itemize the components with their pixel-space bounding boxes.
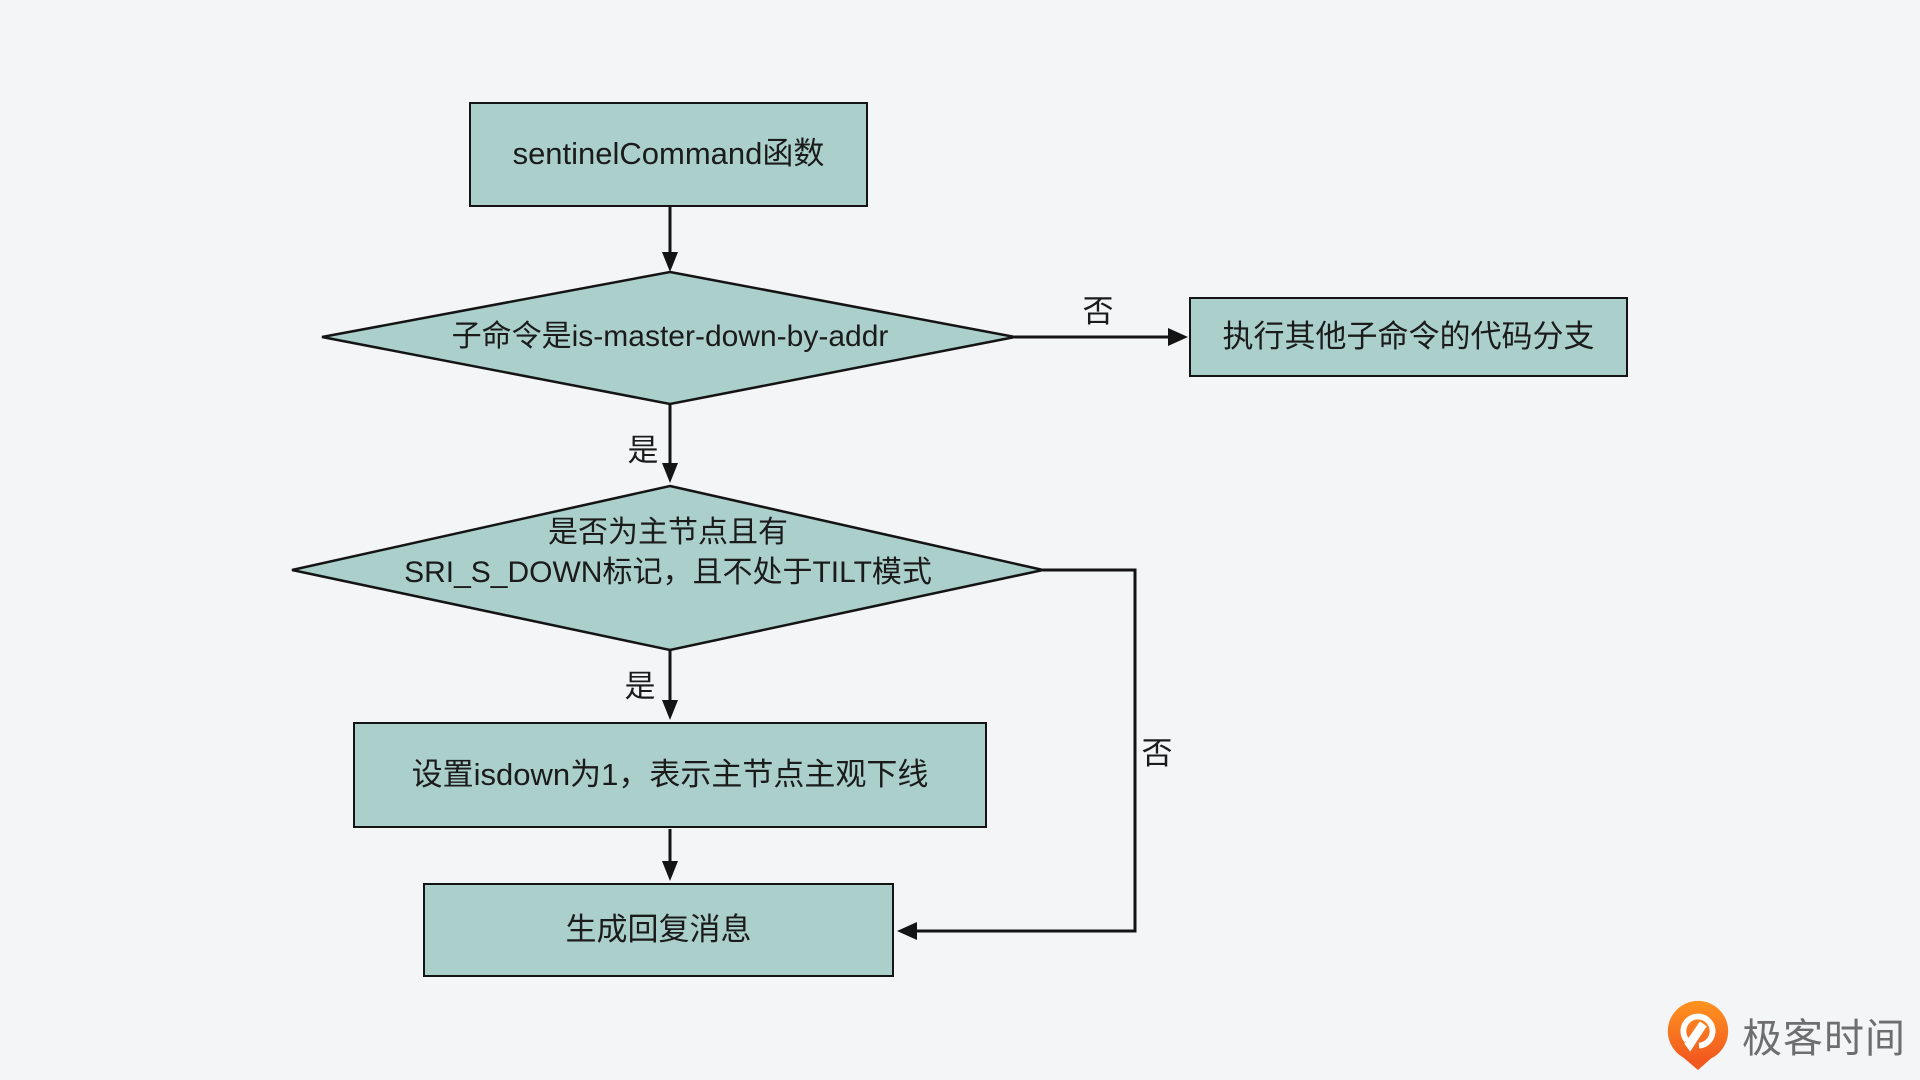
decision-master-down-diamond bbox=[291, 484, 1044, 652]
edge-label-no-1: 否 bbox=[1082, 293, 1114, 329]
arrowhead-down-icon bbox=[662, 700, 678, 720]
geektime-pin-icon bbox=[1667, 1000, 1729, 1071]
edge-label-no-2: 否 bbox=[1141, 735, 1173, 771]
start-node-label: sentinelCommand函数 bbox=[512, 136, 825, 172]
arrowhead-down-icon bbox=[662, 252, 678, 272]
edge-label-yes-2: 是 bbox=[624, 668, 656, 704]
arrowhead-right-icon bbox=[1168, 328, 1188, 346]
geektime-brand: 极客时间 bbox=[1664, 998, 1906, 1072]
edge-label-yes-1: 是 bbox=[627, 432, 659, 468]
arrowhead-left-icon bbox=[897, 922, 917, 940]
start-node: sentinelCommand函数 bbox=[469, 102, 868, 207]
reply-node: 生成回复消息 bbox=[423, 883, 894, 977]
arrowhead-down-icon bbox=[662, 463, 678, 483]
other-subcommand-node: 执行其他子命令的代码分支 bbox=[1189, 297, 1628, 377]
decision-master-down-line1: 是否为主节点且有 bbox=[548, 516, 788, 549]
set-isdown-label: 设置isdown为1，表示主节点主观下线 bbox=[411, 756, 929, 792]
decision-master-down-line2: SRI_S_DOWN标记，且不处于TILT模式 bbox=[404, 556, 932, 589]
reply-label: 生成回复消息 bbox=[565, 911, 752, 947]
decision-subcommand-diamond bbox=[321, 270, 1016, 406]
other-subcommand-label: 执行其他子命令的代码分支 bbox=[1222, 318, 1595, 354]
set-isdown-node: 设置isdown为1，表示主节点主观下线 bbox=[353, 722, 987, 828]
decision-master-down-text: 是否为主节点且有 SRI_S_DOWN标记，且不处于TILT模式 bbox=[298, 511, 1038, 595]
decision-subcommand-text: 子命令是is-master-down-by-addr bbox=[451, 320, 889, 353]
arrowhead-down-icon bbox=[662, 861, 678, 881]
geektime-logo-text: 极客时间 bbox=[1742, 1017, 1906, 1061]
connector-decision2-no-to-reply bbox=[917, 568, 1137, 933]
